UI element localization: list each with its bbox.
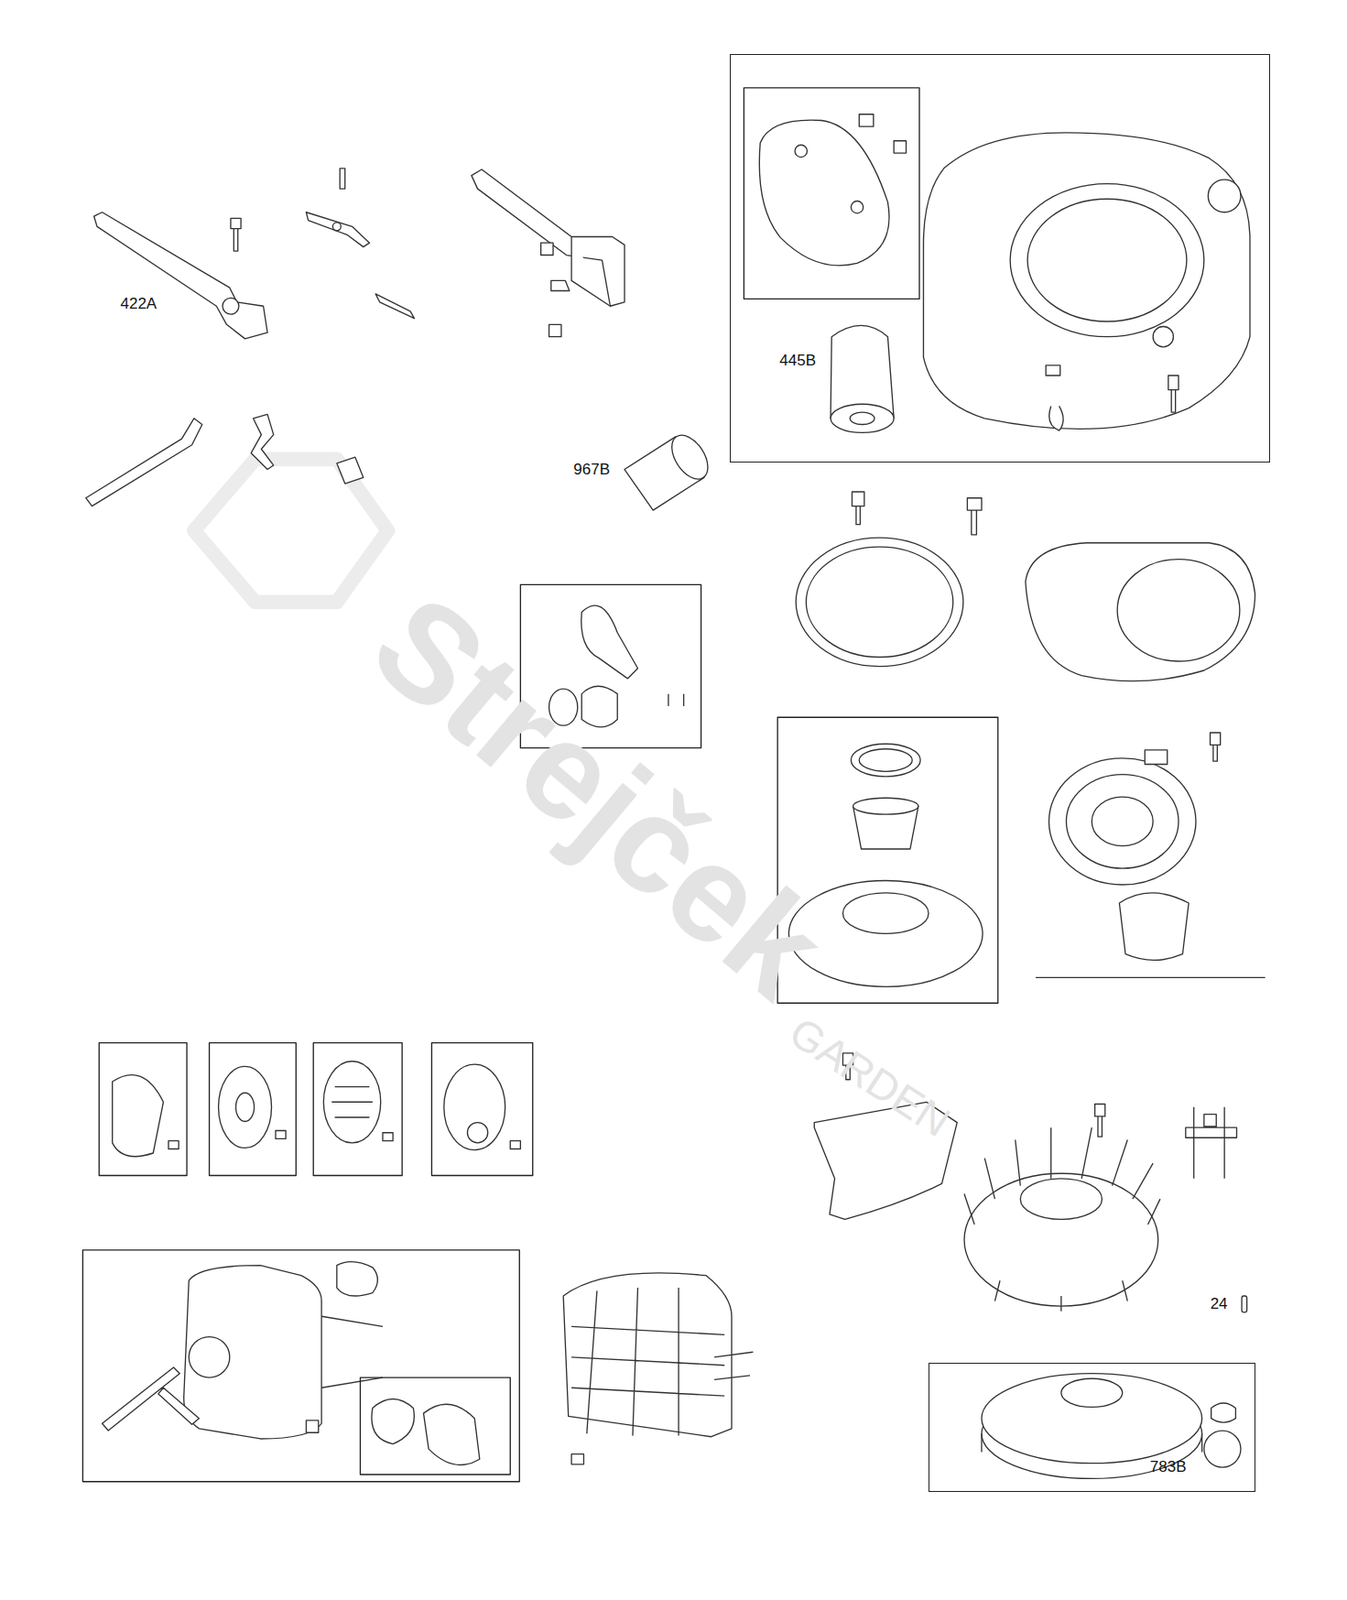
frame-box: 783B (928, 1362, 1256, 1493)
part-number: 422A (119, 295, 157, 314)
frame-box: 445B (729, 54, 1271, 463)
part-number: 783B (1150, 1458, 1187, 1477)
part-number: 445B (779, 352, 816, 370)
part-number: 967B (573, 461, 610, 479)
part-number: 24 (1210, 1295, 1228, 1314)
